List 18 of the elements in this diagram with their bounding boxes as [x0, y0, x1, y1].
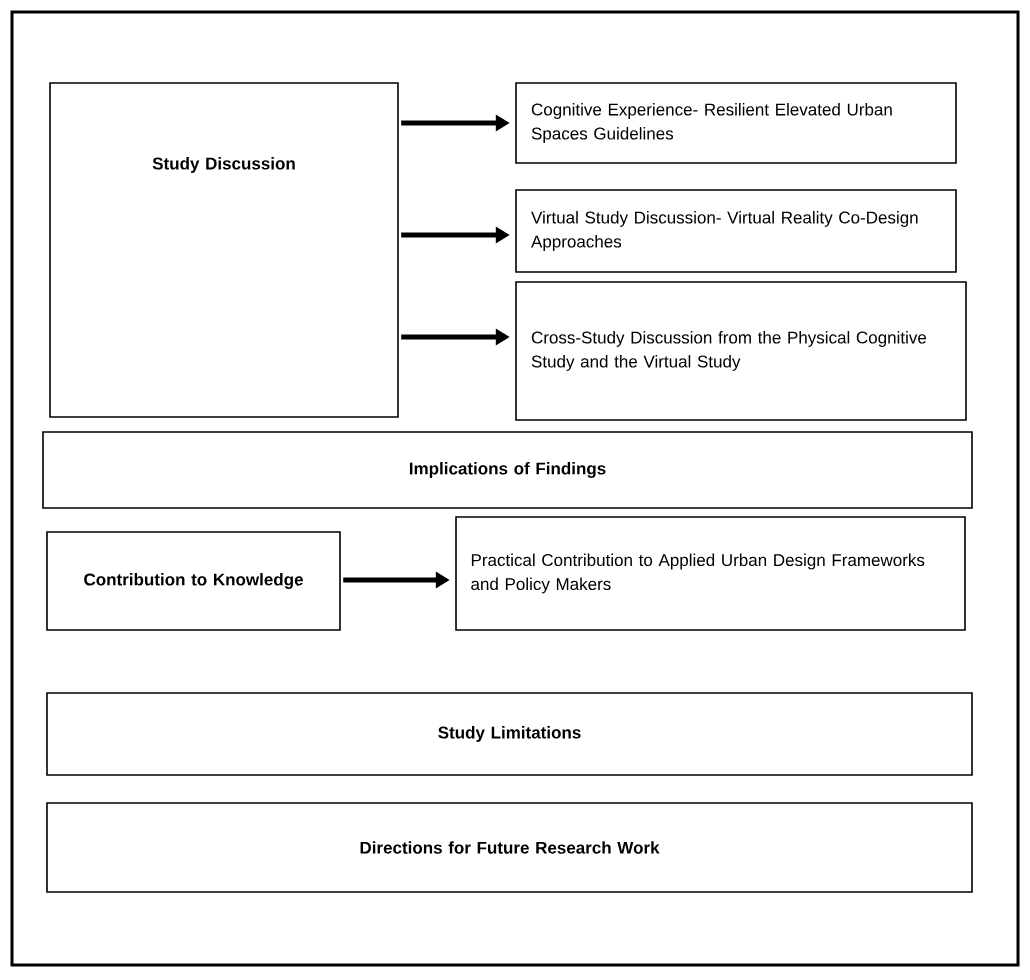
box-label: Directions for Future Research Work [360, 841, 660, 854]
text-box [515, 189, 957, 273]
heading-box [42, 431, 973, 509]
heading-box [46, 692, 973, 776]
text-box [515, 281, 967, 421]
box-label: Cognitive Experience- Resilient Elevated Urban Spaces Guidelines [531, 103, 892, 143]
box-label: Contribution to Knowledge [84, 573, 303, 589]
box-label: Implications of Findings [409, 462, 606, 478]
box-label: Cross-Study Discussion from the Physical Cognitive Study and the Virtual Study [531, 331, 927, 371]
heading-box [46, 531, 341, 631]
heading-box [49, 82, 399, 418]
box-label: Study Limitations [438, 726, 581, 742]
box-label: Practical Contribution to Applied Urban Design Frameworks and Policy Makers [471, 553, 925, 594]
box-label: Study Discussion [152, 157, 295, 173]
text-box [515, 82, 957, 164]
text-box [455, 516, 966, 631]
heading-box [46, 802, 973, 893]
box-label: Virtual Study Discussion- Virtual Reality Co-Design Approaches [531, 211, 918, 251]
